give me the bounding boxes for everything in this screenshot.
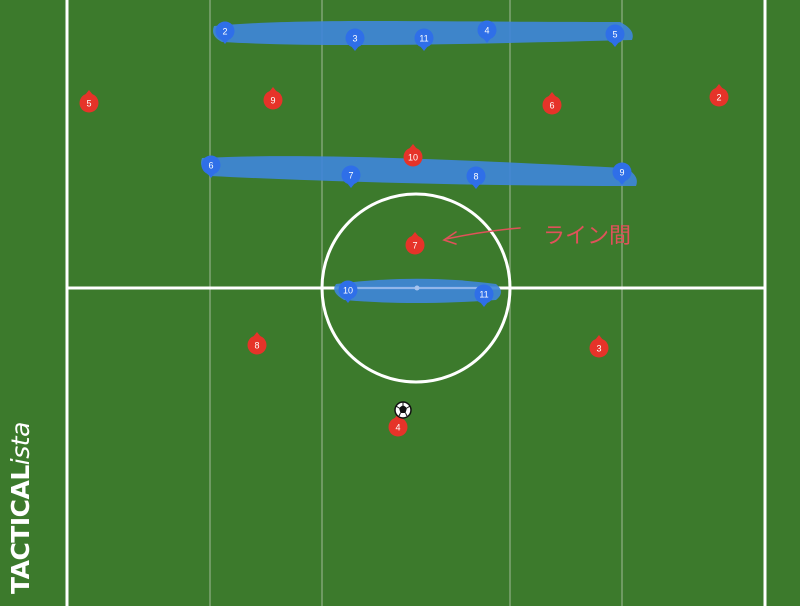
tactical-watermark: TACTICALista xyxy=(6,422,35,594)
annotation-label: ライン間 xyxy=(543,224,631,249)
red-player-number: 7 xyxy=(412,241,417,251)
blue-player-number: 8 xyxy=(473,172,478,182)
center-circle xyxy=(320,192,512,384)
red-player-marker[interactable]: 5 xyxy=(79,90,99,113)
red-player-marker[interactable]: 2 xyxy=(709,84,729,107)
red-player-number: 8 xyxy=(254,341,259,351)
red-player-marker[interactable]: 9 xyxy=(263,87,283,110)
soccer-ball-icon[interactable] xyxy=(394,401,412,419)
blue-player-marker[interactable]: 2 xyxy=(215,21,235,45)
blue-player-number: 7 xyxy=(348,171,353,181)
players-layer: 5 9 6 2 10 7 8 3 4 2 3 11 4 5 6 7 8 9 10 11 xyxy=(79,20,729,437)
blue-player-marker[interactable]: 7 xyxy=(341,165,361,189)
annotation-arrow xyxy=(442,227,521,245)
blue-player-number: 11 xyxy=(479,290,488,300)
band-middle xyxy=(201,156,637,186)
red-player-number: 6 xyxy=(549,101,554,111)
blue-player-number: 11 xyxy=(419,34,428,44)
blue-player-number: 4 xyxy=(484,26,489,36)
blue-player-marker[interactable]: 11 xyxy=(414,28,434,52)
blue-player-number: 10 xyxy=(343,286,353,296)
band-bottom-dot xyxy=(414,285,420,291)
red-player-marker[interactable]: 3 xyxy=(589,335,609,358)
red-player-number: 5 xyxy=(86,99,91,109)
red-player-number: 10 xyxy=(408,153,418,163)
band-bottom xyxy=(334,278,501,303)
red-player-number: 9 xyxy=(270,96,275,106)
blue-player-number: 3 xyxy=(352,34,357,44)
blue-player-marker[interactable]: 4 xyxy=(477,20,497,44)
blue-player-marker[interactable]: 10 xyxy=(338,280,358,304)
red-player-marker[interactable]: 10 xyxy=(403,144,423,167)
blue-player-number: 5 xyxy=(612,30,617,40)
blue-player-marker[interactable]: 3 xyxy=(345,28,365,52)
red-player-number: 2 xyxy=(716,93,721,103)
blue-player-number: 6 xyxy=(208,161,213,171)
blue-player-marker[interactable]: 9 xyxy=(612,162,632,186)
blue-player-number: 9 xyxy=(619,168,624,178)
blue-player-marker[interactable]: 8 xyxy=(466,166,486,190)
red-player-marker[interactable]: 6 xyxy=(542,92,562,115)
red-player-marker[interactable]: 8 xyxy=(247,332,267,355)
blue-player-number: 2 xyxy=(222,27,227,37)
red-player-number: 4 xyxy=(395,423,400,433)
red-player-number: 3 xyxy=(596,344,601,354)
red-player-marker[interactable]: 7 xyxy=(405,232,425,255)
blue-player-marker[interactable]: 5 xyxy=(605,24,625,48)
blue-player-marker[interactable]: 11 xyxy=(474,284,494,308)
blue-player-marker[interactable]: 6 xyxy=(201,155,221,179)
